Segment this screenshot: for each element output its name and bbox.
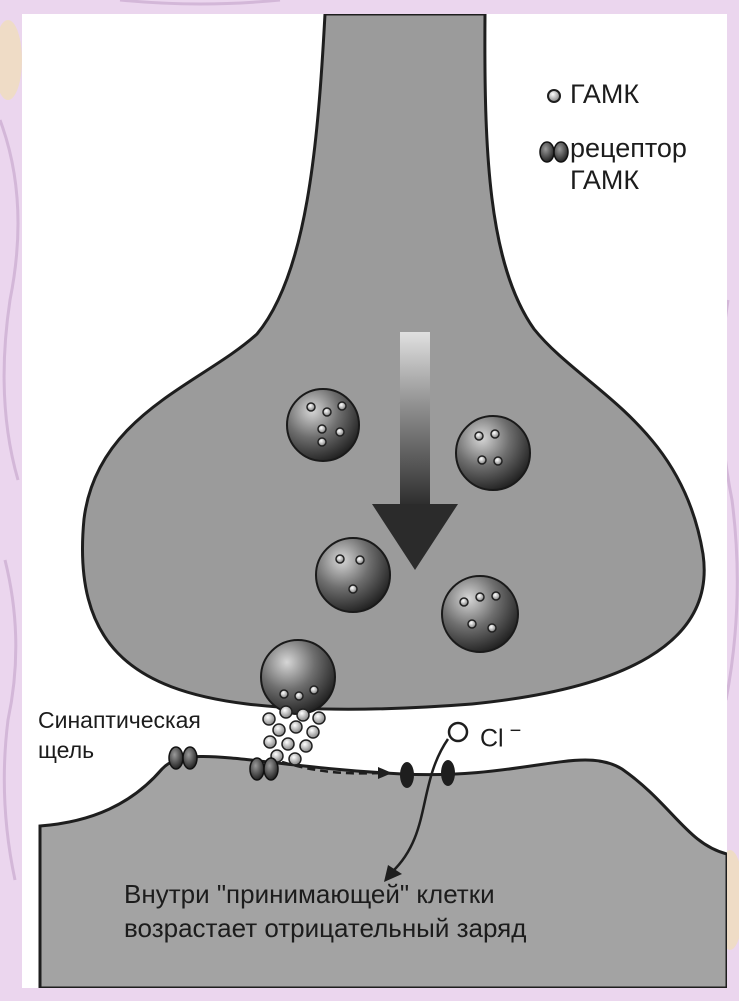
legend-receptor-label-line2: ГАМК — [570, 164, 639, 196]
synaptic-cleft-label-line2: щель — [38, 736, 94, 765]
postsynaptic-cell — [40, 757, 727, 988]
gaba-molecule-icon — [548, 90, 560, 102]
released-gaba-molecules — [263, 706, 325, 765]
chloride-charge: − — [510, 720, 522, 742]
chloride-symbol: Cl — [480, 724, 504, 752]
gaba-receptor-icon — [540, 142, 568, 162]
effect-caption-line1: Внутри "принимающей" клетки — [124, 877, 495, 911]
presynaptic-terminal — [82, 14, 704, 709]
legend-gaba-label: ГАМК — [570, 78, 639, 110]
legend-receptor-label-line1: рецептор — [570, 132, 687, 164]
synaptic-cleft-label-line1: Синаптическая — [38, 706, 201, 735]
figure-panel: ГАМК рецептор ГАМК Синаптическая щель Cl… — [22, 14, 727, 988]
effect-caption-line2: возрастает отрицательный заряд — [124, 911, 526, 945]
chloride-label: Cl− — [480, 716, 521, 753]
chloride-ion — [449, 723, 467, 741]
